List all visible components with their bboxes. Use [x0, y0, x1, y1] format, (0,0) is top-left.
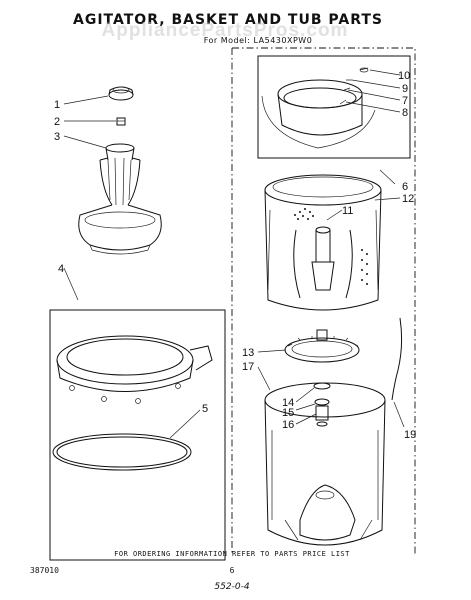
callout-12: 12	[402, 193, 414, 205]
part-agitator-fastener	[116, 117, 126, 126]
handwritten-code: 552-0-4	[214, 582, 249, 592]
callout-17: 17	[242, 361, 254, 373]
callout-3: 3	[54, 131, 60, 143]
part-agitator-cap	[108, 86, 134, 101]
diagram-title: AGITATOR, BASKET AND TUB PARTS	[73, 12, 383, 28]
part-drive-bell	[284, 329, 360, 363]
callout-2: 2	[54, 116, 60, 128]
part-hose	[391, 317, 403, 401]
part-tub-seal	[52, 433, 192, 471]
diagram-watermark: AppliancePartsPros.com	[102, 20, 349, 41]
callout-9: 9	[402, 83, 408, 95]
model-line: For Model: LA5430XPW0	[204, 36, 313, 45]
callout-1: 1	[54, 99, 60, 111]
assembly-boundary-dashed	[231, 47, 416, 555]
part-hub-box	[257, 55, 411, 159]
basket-perforations	[294, 208, 368, 285]
callout-14: 14	[282, 397, 294, 409]
part-outer-tub	[264, 382, 386, 546]
callout-13: 13	[242, 347, 254, 359]
leader-lines	[63, 69, 405, 439]
callout-16: 16	[282, 419, 294, 431]
callout-6: 6	[402, 181, 408, 193]
callout-5: 5	[202, 403, 208, 415]
callout-4: 4	[58, 263, 64, 275]
callout-10: 10	[398, 70, 410, 82]
part-agitator	[78, 143, 162, 255]
ordering-note: FOR ORDERING INFORMATION REFER TO PARTS …	[114, 550, 350, 558]
callout-15: 15	[282, 407, 294, 419]
callout-19: 19	[404, 429, 416, 441]
part-tub-ring	[56, 335, 213, 404]
part-spin-basket	[264, 174, 382, 311]
callout-11: 11	[342, 205, 353, 217]
callout-8: 8	[402, 107, 408, 119]
page-number: 6	[230, 566, 235, 575]
part-tub-ring-frame	[49, 309, 226, 561]
part-hub-stack	[313, 382, 331, 427]
document-code: 387010	[30, 566, 59, 575]
callout-7: 7	[402, 95, 408, 107]
